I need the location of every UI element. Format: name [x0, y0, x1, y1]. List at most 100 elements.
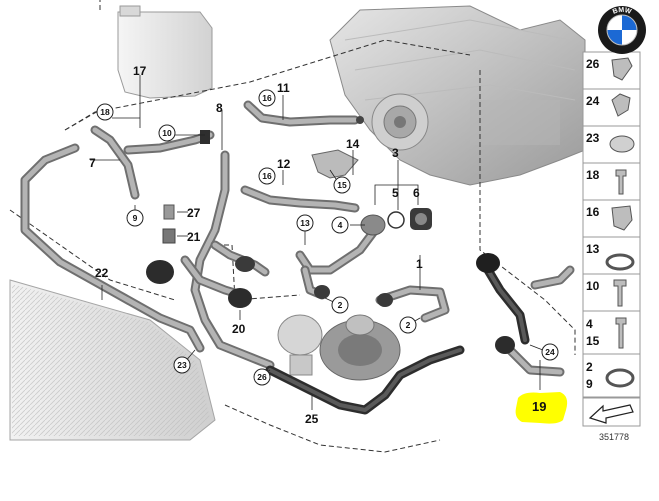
- diagram-number: 351778: [599, 432, 629, 442]
- svg-text:15: 15: [337, 180, 347, 190]
- dash-outline-left: [9, 109, 176, 301]
- callout-9: 9: [126, 209, 144, 227]
- svg-text:10: 10: [586, 279, 600, 293]
- callout-16-upper: 16: [258, 89, 276, 107]
- callout-26: 26: [253, 368, 271, 386]
- hose-20: [146, 150, 275, 370]
- arrow-icon: [588, 404, 634, 424]
- svg-text:23: 23: [586, 131, 600, 145]
- svg-text:2: 2: [406, 320, 411, 330]
- svg-text:4: 4: [338, 220, 343, 230]
- svg-text:23: 23: [177, 360, 187, 370]
- svg-text:2: 2: [338, 300, 343, 310]
- legend-item-10: 10: [586, 279, 627, 307]
- callout-16-lower: 16: [258, 167, 276, 185]
- callout-13: 13: [296, 214, 314, 232]
- hose-19-assembly: [476, 253, 575, 377]
- svg-text:9: 9: [133, 213, 138, 223]
- callout-3: 3: [392, 146, 399, 160]
- callout-10: 10: [158, 124, 176, 142]
- svg-text:13: 13: [586, 242, 600, 256]
- legend-item-4-15: 4 15: [586, 317, 627, 349]
- hose-clamp-icon: [609, 135, 635, 153]
- callout-25: 25: [305, 412, 319, 426]
- svg-text:18: 18: [100, 107, 110, 117]
- circled-callouts: 18 10 16 16 15 9 13 4: [96, 89, 559, 386]
- sensor-27: [162, 204, 176, 244]
- spring-clamp-icon: [605, 253, 635, 271]
- legend-item-13: 13: [586, 242, 635, 271]
- svg-text:16: 16: [586, 205, 600, 219]
- clamp-icon: [611, 93, 631, 117]
- screw-icon: [613, 279, 627, 307]
- engine-block: [329, 5, 586, 186]
- bolt-icon: [615, 169, 627, 195]
- callout-14: 14: [346, 137, 360, 151]
- legend-item-24: 24: [586, 93, 631, 117]
- hose-11: [243, 100, 364, 127]
- hose-1: [375, 285, 450, 323]
- clip-icon: [611, 57, 633, 81]
- callout-5: 5: [392, 186, 399, 200]
- bracket-clip-icon: [611, 205, 633, 231]
- svg-text:4: 4: [586, 317, 593, 331]
- svg-text:16: 16: [262, 171, 272, 181]
- hose-2-lower: [300, 265, 330, 300]
- hose-12: [240, 185, 360, 213]
- callout-17: 17: [133, 64, 147, 78]
- callout-1: 1: [416, 257, 423, 271]
- svg-text:24: 24: [545, 347, 555, 357]
- stud-icon: [615, 317, 627, 349]
- callout-4: 4: [331, 216, 349, 234]
- svg-text:10: 10: [162, 128, 172, 138]
- legend-item-23: 23: [586, 131, 635, 153]
- svg-text:13: 13: [300, 218, 310, 228]
- callout-22: 22: [95, 266, 109, 280]
- bmw-logo-text: BMW: [612, 7, 633, 16]
- svg-text:18: 18: [586, 168, 600, 182]
- callout-18: 18: [96, 103, 114, 121]
- callout-15: 15: [333, 176, 351, 194]
- callout-20: 20: [232, 322, 246, 336]
- svg-text:16: 16: [262, 93, 272, 103]
- callout-19: 19: [532, 399, 546, 414]
- svg-text:26: 26: [257, 372, 267, 382]
- svg-text:2: 2: [586, 360, 593, 374]
- callout-11: 11: [277, 81, 290, 95]
- callout-21: 21: [187, 230, 201, 244]
- highlight-marker: [515, 392, 568, 424]
- hose-7: [90, 125, 215, 200]
- legend-item-16: 16: [586, 205, 633, 231]
- callout-24: 24: [541, 343, 559, 361]
- legend-item-26: 26: [586, 57, 633, 81]
- callout-8: 8: [216, 101, 223, 115]
- expansion-tank: [117, 5, 213, 99]
- direction-arrow-box: [582, 397, 641, 427]
- radiator: [9, 279, 216, 441]
- dash-outline-upper: [64, 39, 471, 131]
- bracket-14: [311, 149, 359, 179]
- callout-2-left: 2: [331, 296, 349, 314]
- dash-outline-right: [479, 70, 576, 355]
- legend-item-18: 18: [586, 168, 627, 195]
- highlight-19: 19: [515, 392, 568, 424]
- bmw-logo: BMW: [598, 6, 646, 54]
- thermostat-parts: [387, 208, 432, 230]
- callout-12: 12: [277, 157, 291, 171]
- legend-panel: 26 24 23 18 16 13 10 4 15: [582, 51, 641, 398]
- callout-7: 7: [89, 156, 96, 170]
- pipe-22: [20, 143, 205, 353]
- callout-numbers: 17 8 11 14 3 12 7 5 6 27 21 22 1 20 25: [89, 64, 423, 426]
- svg-text:9: 9: [586, 377, 593, 391]
- hose-25: [265, 345, 465, 415]
- callout-6: 6: [413, 186, 420, 200]
- callout-2-right: 2: [399, 316, 417, 334]
- callout-23: 23: [173, 356, 191, 374]
- dash-outline-bottom: [224, 404, 441, 453]
- legend-item-2-9: 2 9: [586, 360, 635, 391]
- callout-27: 27: [187, 206, 201, 220]
- svg-text:15: 15: [586, 334, 600, 348]
- water-pump: [277, 314, 401, 381]
- svg-text:26: 26: [586, 57, 600, 71]
